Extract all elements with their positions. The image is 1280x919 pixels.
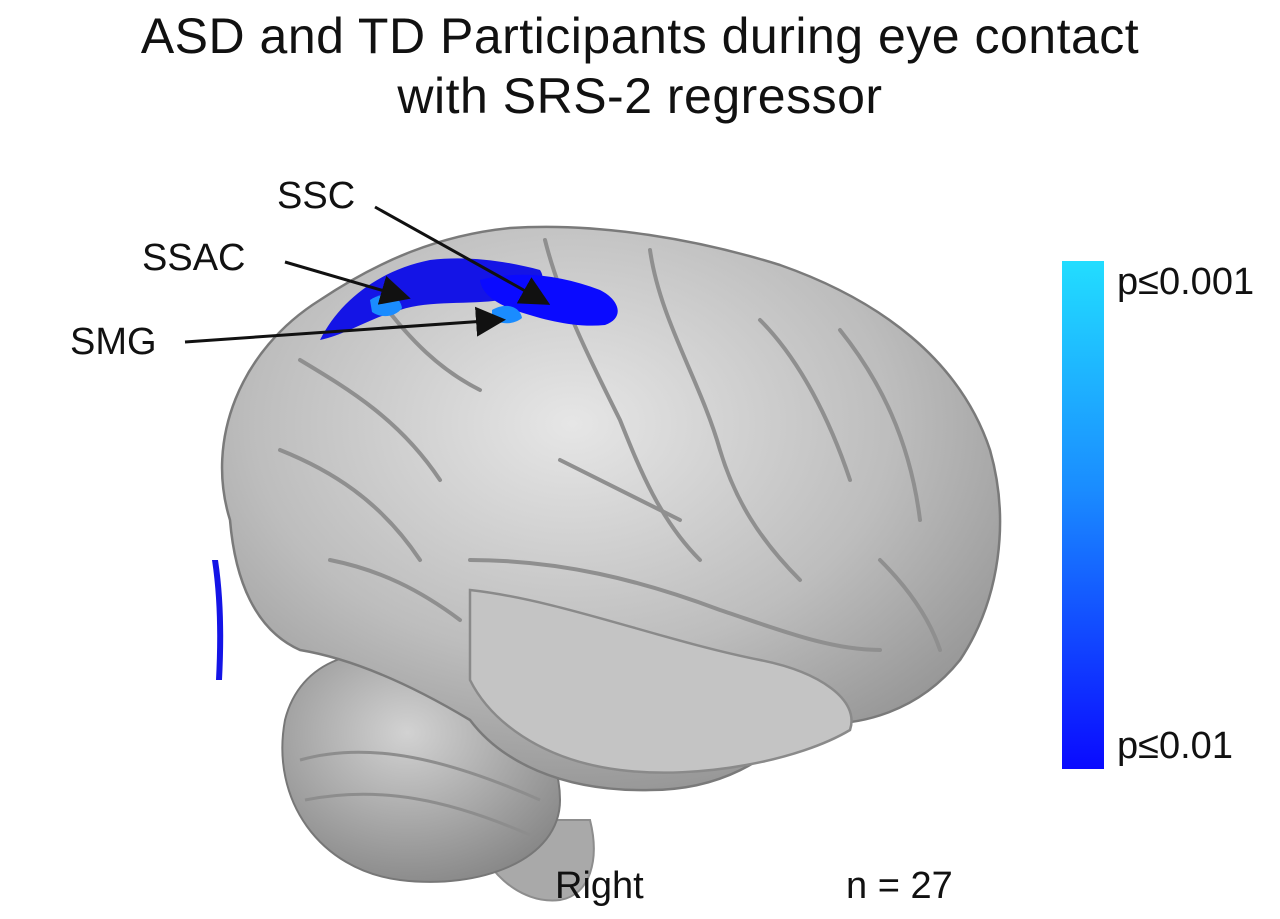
title-line-2: with SRS-2 regressor <box>397 68 883 124</box>
label-ssac: SSAC <box>142 237 246 279</box>
cerebral-hemisphere <box>220 225 1002 792</box>
title-line-1: ASD and TD Participants during eye conta… <box>140 8 1140 64</box>
figure-title: ASD and TD Participants during eye conta… <box>0 6 1280 126</box>
arrow-ssc <box>374 205 551 305</box>
label-smg: SMG <box>70 321 157 363</box>
p-value-colorbar <box>1062 261 1104 769</box>
annotation-arrows <box>184 205 551 344</box>
colorbar-top-label: p≤0.001 <box>1117 261 1255 303</box>
colorbar-bottom-label: p≤0.01 <box>1117 725 1233 767</box>
arrow-ssac <box>284 260 411 305</box>
arrow-smg <box>184 306 506 344</box>
sample-size-caption: n = 27 <box>846 865 953 907</box>
view-caption: Right <box>555 865 644 907</box>
label-ssc: SSC <box>277 175 356 217</box>
